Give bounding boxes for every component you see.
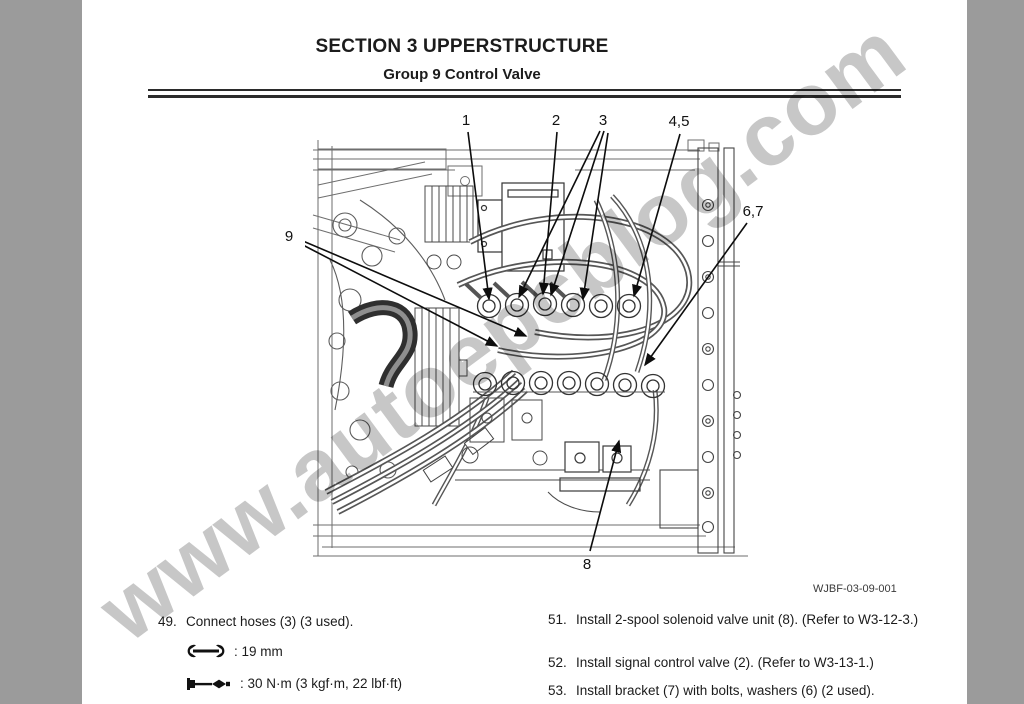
step-49: 49. Connect hoses (3) (3 used). bbox=[158, 613, 528, 631]
callout-8: 8 bbox=[582, 556, 592, 573]
step-52: 52. Install signal control valve (2). (R… bbox=[548, 654, 930, 672]
callout-6-7: 6,7 bbox=[742, 203, 764, 220]
wrench-icon bbox=[186, 643, 226, 659]
torque-wrench-icon bbox=[186, 677, 232, 691]
figure-code: WJBF-03-09-001 bbox=[813, 583, 897, 595]
control-valve-diagram bbox=[305, 130, 748, 557]
step-number: 49. bbox=[158, 614, 177, 629]
viewer-gray-margin-right bbox=[967, 0, 1024, 704]
step-text: Install 2-spool solenoid valve unit (8).… bbox=[576, 612, 919, 627]
torque-spec-value: : 30 N·m (3 kgf·m, 22 lbf·ft) bbox=[240, 676, 403, 691]
wrench-spec-value: : 19 mm bbox=[234, 643, 283, 659]
viewer-gray-margin-left bbox=[0, 0, 82, 704]
step-number: 53. bbox=[548, 683, 567, 698]
control-valve-figure: 1 2 3 4,5 6,7 9 8 WJBF-03-09-001 bbox=[82, 0, 967, 600]
torque-spec-row: : 30 N·m (3 kgf·m, 22 lbf·ft) bbox=[186, 676, 402, 691]
section-title: SECTION 3 UPPERSTRUCTURE bbox=[315, 36, 609, 57]
step-53: 53. Install bracket (7) with bolts, wash… bbox=[548, 682, 930, 700]
callout-2: 2 bbox=[551, 112, 561, 129]
callout-3: 3 bbox=[598, 112, 608, 129]
group-title: Group 9 Control Valve bbox=[383, 66, 541, 83]
step-text: Install bracket (7) with bolts, washers … bbox=[576, 683, 875, 698]
step-text: Install signal control valve (2). (Refer… bbox=[576, 655, 874, 670]
manual-page: SECTION 3 UPPERSTRUCTURE Group 9 Control… bbox=[82, 0, 967, 704]
callout-1: 1 bbox=[461, 112, 471, 129]
step-text: Connect hoses (3) (3 used). bbox=[186, 614, 354, 629]
wrench-spec-row: : 19 mm bbox=[186, 643, 283, 659]
step-number: 52. bbox=[548, 655, 567, 670]
callout-4-5: 4,5 bbox=[668, 113, 690, 130]
step-51: 51. Install 2-spool solenoid valve unit … bbox=[548, 611, 930, 629]
step-number: 51. bbox=[548, 612, 567, 627]
callout-9: 9 bbox=[284, 228, 294, 245]
title-divider bbox=[148, 89, 901, 98]
